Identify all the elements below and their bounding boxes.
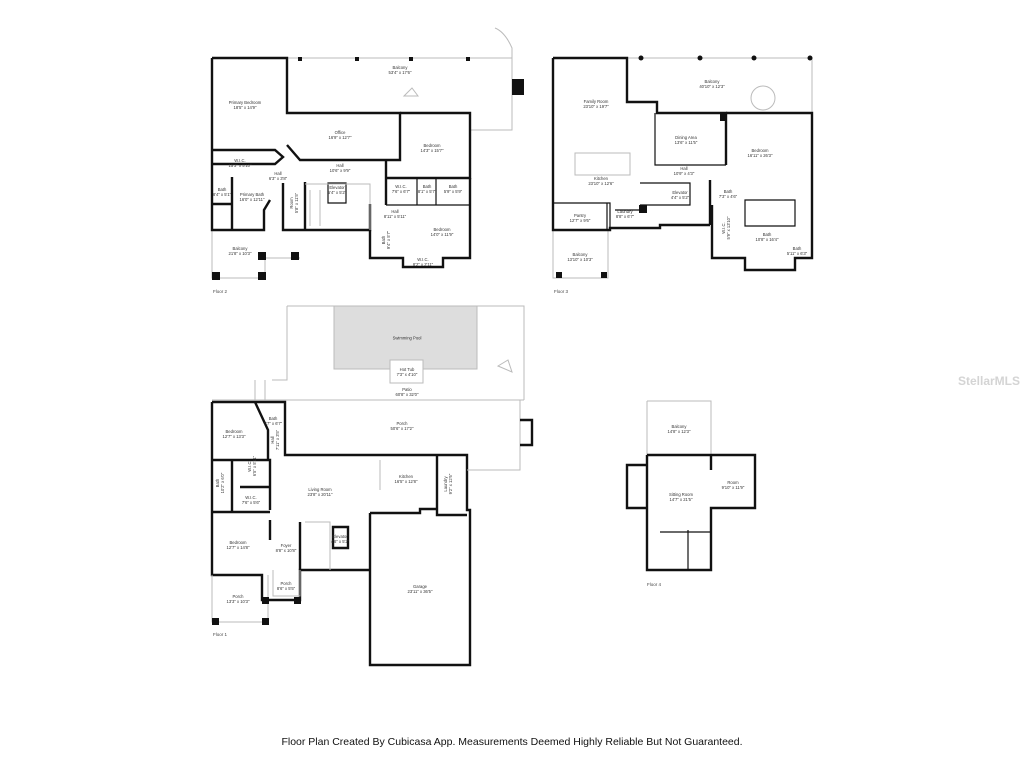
floor-label: Floor 3 <box>554 289 569 294</box>
room-label: W.I.C.6'5" x 5'11" <box>247 455 257 477</box>
floor-label: Floor 4 <box>647 582 662 587</box>
room-label: W.I.C.15'3" x 5'10" <box>228 158 252 168</box>
floor-label: Floor 1 <box>213 632 228 637</box>
room-label: W.I.C.5'9" x 13'10" <box>721 216 731 240</box>
floor-3-plan <box>551 55 814 279</box>
disclaimer-footer: Floor Plan Created By Cubicasa App. Meas… <box>281 736 743 748</box>
room-label: W.I.C.8'2" x 2'11" <box>412 257 434 267</box>
room-label: W.I.C.7'6" x 6'7" <box>391 184 411 194</box>
room-label: W.I.C.7'6" x 5'6" <box>241 495 261 505</box>
watermark: StellarMLS <box>958 374 1021 388</box>
room-label: Swimming Pool <box>392 335 422 341</box>
floor-4-plan <box>625 400 757 572</box>
floor-1-plan <box>210 305 534 667</box>
floor-2-plan <box>210 27 524 280</box>
floor-label: Floor 2 <box>213 289 228 294</box>
